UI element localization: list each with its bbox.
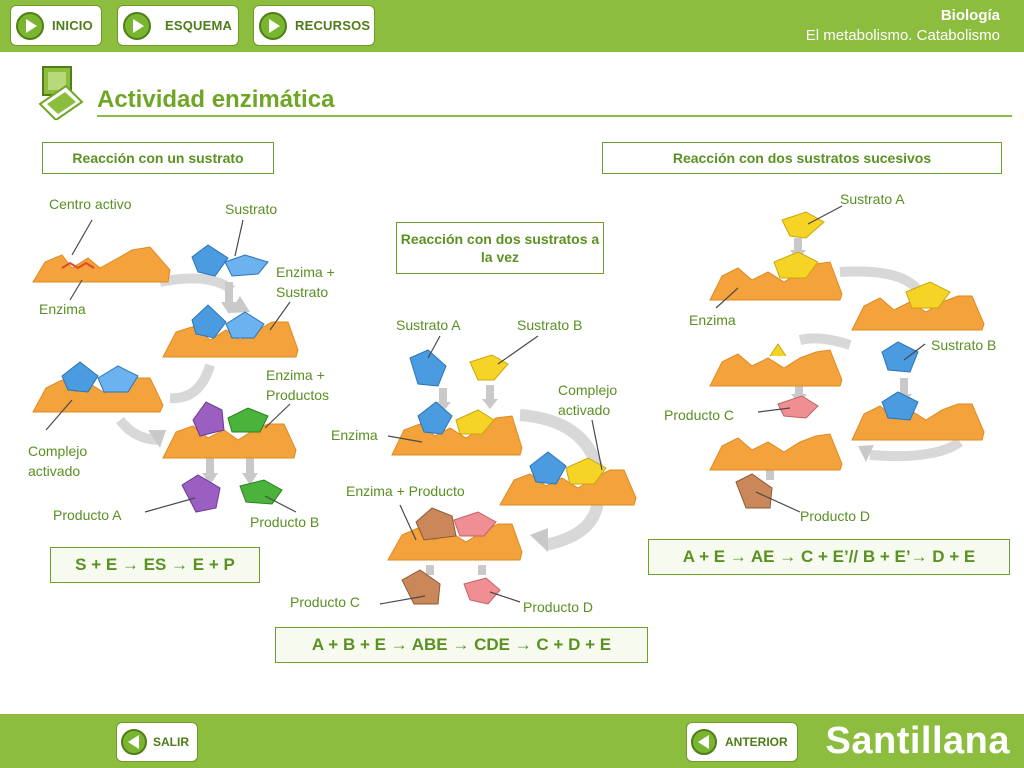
- back-arrow-icon: [691, 729, 717, 755]
- substrate-b-shape: [881, 341, 919, 373]
- label-substrate-a-right: Sustrato A: [840, 191, 905, 207]
- label-enzyme-right: Enzima: [689, 312, 736, 328]
- product-b-shape: [239, 479, 283, 505]
- label-product-b: Producto B: [250, 514, 320, 530]
- label-enzyme-middle: Enzima: [331, 427, 378, 443]
- label-activated-complex-middle-line1: Complejo: [558, 382, 618, 398]
- enzyme-shape: [709, 343, 843, 387]
- substrate-shape: [191, 244, 269, 277]
- label-enzyme-substrate-line2: Sustrato: [276, 284, 329, 300]
- play-icon: [259, 11, 287, 40]
- inicio-button[interactable]: INICIO: [10, 5, 102, 46]
- label-enzyme: Enzima: [39, 301, 86, 317]
- enzyme-shape: [162, 304, 299, 358]
- section-one-substrate: Reacción con un sustrato: [42, 142, 274, 174]
- substrate-a-shape: [781, 211, 825, 239]
- label-product-d-middle: Producto D: [523, 599, 594, 615]
- title-cube-icon: [38, 66, 84, 120]
- recursos-label: RECURSOS: [295, 18, 371, 33]
- subject-name: Biología: [940, 7, 1000, 24]
- product-a-shape: [181, 474, 221, 513]
- substrate-b-shape: [469, 354, 509, 381]
- enzyme-shape: [387, 507, 523, 561]
- play-icon: [123, 11, 151, 40]
- enzyme-shape: [32, 246, 171, 283]
- label-enzyme-products: Enzima + Productos: [266, 365, 329, 405]
- product-d-shape: [735, 473, 773, 509]
- back-arrow-icon: [121, 729, 147, 755]
- label-enzyme-substrate-line1: Enzima +: [276, 264, 335, 280]
- label-activated-complex: Complejo activado: [28, 441, 87, 481]
- label-enzyme-products-line2: Productos: [266, 387, 330, 403]
- title-divider: [97, 115, 1012, 117]
- label-substrate: Sustrato: [225, 201, 278, 217]
- salir-button[interactable]: SALIR: [116, 722, 198, 762]
- section-two-simultaneous: Reacción con dos sustratos a la vez: [396, 222, 604, 274]
- label-enzyme-substrate: Enzima + Sustrato: [276, 262, 335, 302]
- label-active-center: Centro activo: [49, 196, 132, 212]
- product-d-shape: [463, 577, 501, 605]
- topic-name: El metabolismo. Catabolismo: [805, 27, 1000, 44]
- section-two-successive: Reacción con dos sustratos sucesivos: [602, 142, 1002, 174]
- enzyme-shape: [162, 401, 297, 459]
- label-activated-complex-middle-line2: activado: [558, 402, 611, 418]
- label-substrate-a: Sustrato A: [396, 317, 461, 333]
- middle-leader-lines: [379, 335, 603, 605]
- left-circular-arrows: [116, 273, 258, 485]
- inicio-label: INICIO: [52, 18, 93, 33]
- formula-two-simultaneous: A + B + E → ABE → CDE → C + D + E: [275, 627, 648, 663]
- santillana-logo: Santillana: [825, 720, 1010, 762]
- label-product-c-middle: Producto C: [290, 594, 361, 610]
- label-enzyme-product: Enzima + Producto: [346, 483, 465, 499]
- label-enzyme-products-line1: Enzima +: [266, 367, 325, 383]
- esquema-label: ESQUEMA: [165, 18, 233, 33]
- anterior-label: ANTERIOR: [725, 735, 788, 749]
- enzyme-shape: [391, 401, 523, 456]
- play-icon: [16, 11, 44, 40]
- label-product-a: Producto A: [53, 507, 122, 523]
- recursos-button[interactable]: RECURSOS: [253, 5, 375, 46]
- enzyme-shape: [32, 361, 164, 413]
- enzyme-shape: [709, 433, 843, 471]
- enzyme-shape: [851, 391, 985, 441]
- label-product-d-right: Producto D: [800, 508, 871, 524]
- enzyme-shape: [709, 251, 843, 301]
- product-c-shape: [777, 395, 819, 419]
- label-substrate-b: Sustrato B: [517, 317, 583, 333]
- label-activated-complex-line2: activado: [28, 463, 81, 479]
- label-activated-complex-middle: Complejo activado: [558, 380, 617, 420]
- label-activated-complex-line1: Complejo: [28, 443, 88, 459]
- anterior-button[interactable]: ANTERIOR: [686, 722, 798, 762]
- salir-label: SALIR: [153, 735, 189, 749]
- esquema-button[interactable]: ESQUEMA: [117, 5, 239, 46]
- label-substrate-b-right: Sustrato B: [931, 337, 997, 353]
- right-circular-arrows: [766, 238, 963, 480]
- formula-one-substrate: S + E → ES → E + P: [50, 547, 260, 583]
- enzyme-shape: [499, 451, 637, 506]
- right-leader-lines: [715, 205, 926, 513]
- formula-two-successive: A + E → AE → C + E’// B + E’→ D + E: [648, 539, 1010, 575]
- label-product-c-right: Producto C: [664, 407, 735, 423]
- product-c-shape: [401, 569, 441, 605]
- substrate-a-shape: [409, 349, 447, 387]
- page-title: Actividad enzimática: [97, 86, 335, 113]
- subject-header: Biología El metabolismo. Catabolismo: [806, 6, 1000, 46]
- enzyme-shape: [851, 281, 985, 331]
